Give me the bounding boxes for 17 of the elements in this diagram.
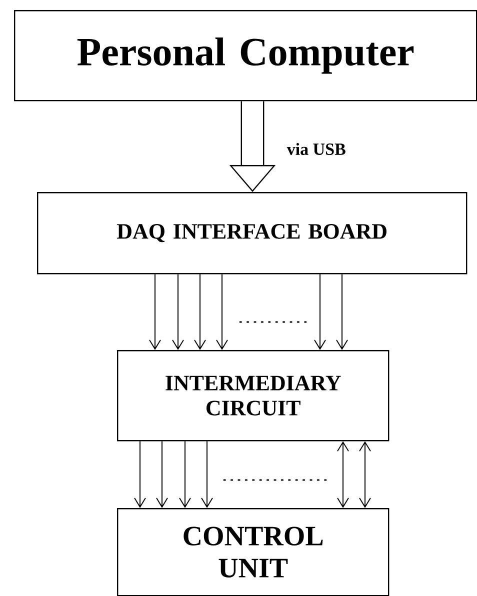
- arrow: [216, 274, 228, 350]
- block-box: DAQ INTERFACE BOARD: [37, 192, 468, 274]
- edge-label: via USB: [286, 143, 346, 155]
- arrow: [201, 440, 213, 508]
- block-box: INTERMEDIARY CIRCUIT: [117, 350, 390, 442]
- arrow: [359, 441, 371, 508]
- arrow: [149, 274, 161, 350]
- block-box: CONTROL UNIT: [117, 508, 390, 596]
- arrow: [314, 274, 326, 350]
- arrow: [134, 440, 146, 508]
- block-box: Personal Computer: [14, 10, 477, 102]
- arrow: [336, 274, 348, 350]
- arrow: [337, 441, 349, 508]
- arrow: [156, 440, 168, 508]
- arrow: [179, 440, 191, 508]
- arrow: [172, 274, 184, 350]
- arrow: [194, 274, 206, 350]
